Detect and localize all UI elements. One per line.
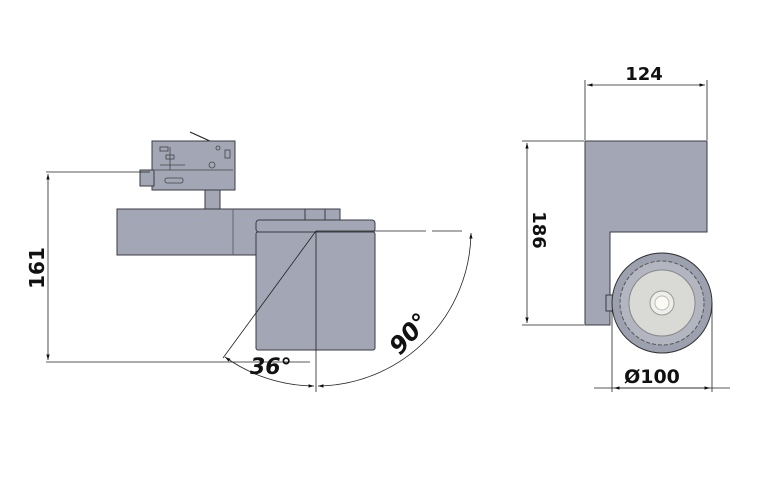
angle-label-36: 36° — [250, 355, 292, 380]
adapter-lever — [189, 131, 213, 143]
height-dimension-label: 161 — [25, 247, 49, 289]
angle-arc-36 — [224, 356, 315, 388]
front-housing — [584, 140, 708, 326]
head-cap — [255, 219, 376, 233]
width-dimension-label: 124 — [625, 64, 663, 85]
tilt-line — [222, 230, 317, 359]
stem — [204, 189, 221, 211]
angle-label-90: 90° — [384, 308, 435, 360]
angle-arc-90 — [317, 232, 473, 388]
diameter-dimension-label: Ø100 — [624, 366, 680, 388]
side-view: 161 36° 90° — [25, 131, 475, 392]
adapter-details — [155, 145, 233, 184]
head-body — [255, 231, 376, 351]
front-height-dimension-label: 186 — [528, 211, 549, 249]
led — [654, 295, 670, 311]
front-view: 124 186 Ø100 — [522, 64, 730, 392]
adapter-tab — [139, 169, 155, 187]
track-adapter — [151, 140, 236, 191]
pivot — [304, 208, 326, 222]
